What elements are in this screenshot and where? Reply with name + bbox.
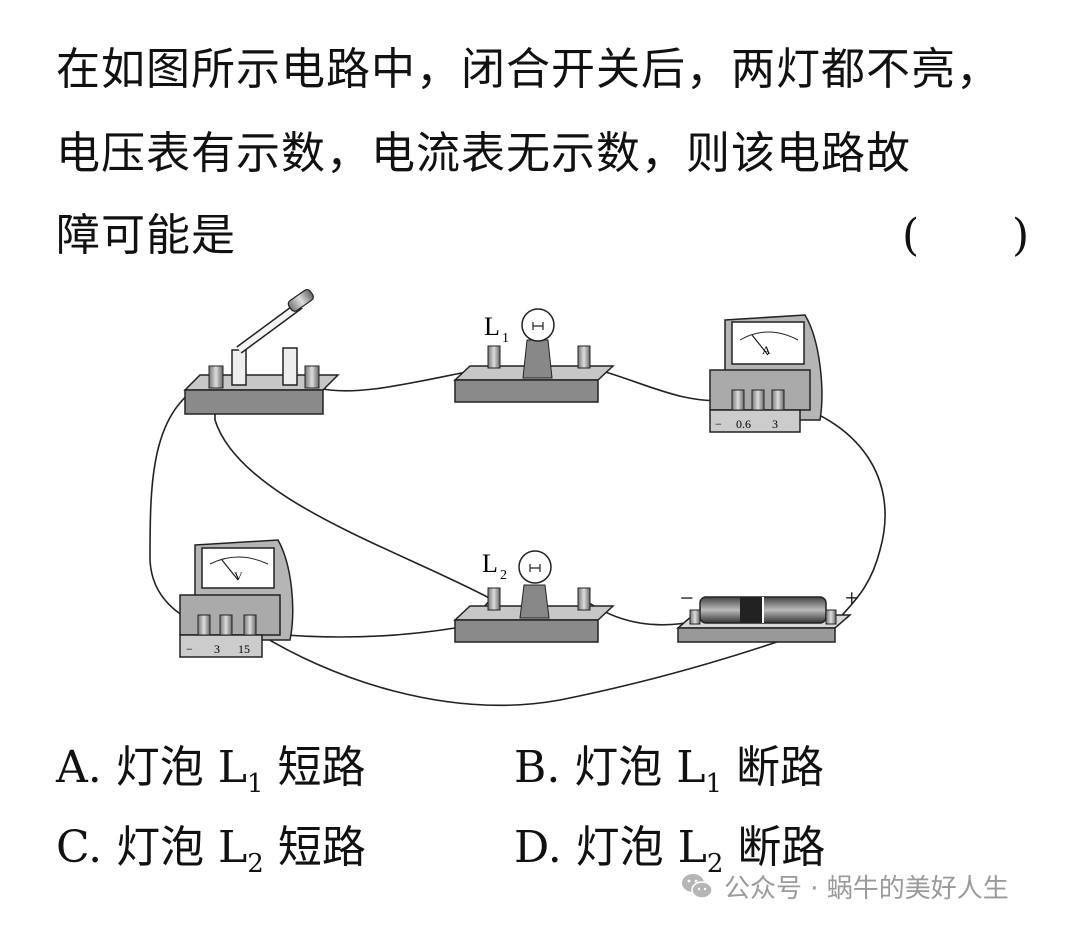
bulb-l1: L 1 [453, 308, 615, 403]
bulb-l1-label: L [484, 312, 500, 341]
voltmeter-terminal-3: 3 [214, 642, 220, 656]
option-d-prefix: D. 灯泡 L [514, 822, 707, 873]
question-line-2: 电压表有示数，电流表无示数，则该电路故 [56, 128, 911, 179]
question-line-3: 障可能是 [56, 210, 236, 261]
voltmeter: V − 3 15 [179, 539, 294, 658]
voltmeter-terminal-15: 15 [238, 642, 250, 656]
option-c[interactable]: C. 灯泡 L2 短路 [56, 822, 366, 890]
ammeter-terminal-0.6: 0.6 [736, 417, 751, 431]
option-b-sub: 1 [705, 769, 723, 799]
ammeter: A − 0.6 3 [709, 314, 823, 433]
option-d-suffix: 断路 [723, 822, 826, 873]
option-a-suffix: 短路 [263, 742, 366, 793]
option-d[interactable]: D. 灯泡 L2 断路 [514, 822, 825, 890]
knife-switch [183, 289, 340, 415]
bulb-l1-sub: 1 [502, 331, 509, 346]
answer-paren-open: ( [902, 210, 920, 261]
battery-neg-label: − [680, 586, 694, 612]
question-line-1: 在如图所示电路中，闭合开关后，两灯都不亮， [56, 44, 1001, 95]
voltmeter-terminal-neg: − [186, 642, 193, 656]
option-c-prefix: C. 灯泡 L [56, 822, 248, 873]
option-a-prefix: A. 灯泡 L [56, 742, 247, 793]
ammeter-terminal-neg: − [715, 417, 722, 431]
answer-paren-close: ) [1012, 210, 1030, 261]
voltmeter-symbol: V [234, 569, 243, 583]
bulb-l2: L 2 [453, 549, 615, 643]
option-b-prefix: B. 灯泡 L [514, 742, 706, 793]
option-a-sub: 1 [246, 769, 264, 799]
ammeter-symbol: A [762, 343, 771, 357]
wire-l2-to-switch [214, 388, 494, 601]
watermark: 公众号 · 蜗牛的美好人生 [680, 866, 1009, 906]
wire-voltmeter-to-battery [249, 619, 839, 706]
option-c-sub: 2 [247, 849, 264, 879]
wechat-icon [682, 874, 713, 899]
watermark-text: 公众号 · 蜗牛的美好人生 [724, 873, 1009, 904]
bulb-l2-sub: 2 [500, 568, 507, 583]
wire-ammeter-to-battery [777, 399, 886, 621]
battery-holder: − + [675, 586, 859, 643]
option-b-suffix: 断路 [722, 742, 825, 793]
option-d-sub: 2 [706, 849, 724, 879]
ammeter-terminal-3: 3 [772, 417, 778, 431]
battery-pos-label: + [845, 586, 859, 612]
bulb-l2-label: L [482, 549, 498, 578]
option-b[interactable]: B. 灯泡 L1 断路 [514, 742, 824, 810]
circuit-diagram: L 1 A − 0.6 3 V − 3 15 [149, 289, 886, 706]
option-c-suffix: 短路 [263, 822, 366, 873]
option-a[interactable]: A. 灯泡 L1 短路 [56, 742, 366, 810]
